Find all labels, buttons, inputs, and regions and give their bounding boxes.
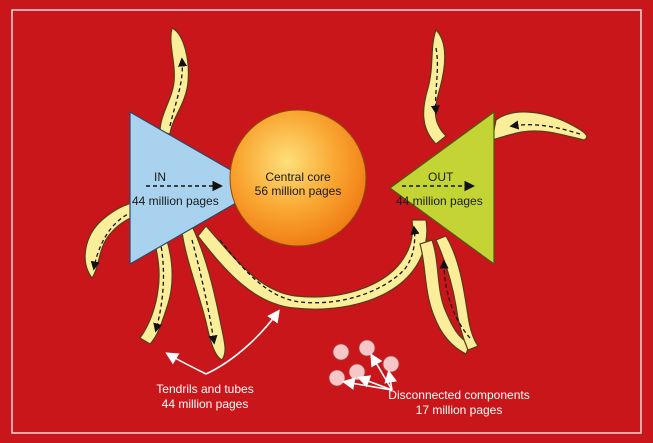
- disconnected-name: Disconnected components: [388, 388, 530, 402]
- pointer-arrows: [165, 309, 397, 391]
- tendril-arrows: [90, 47, 581, 345]
- tendril-bottom-left-1: [139, 221, 173, 345]
- out-label: OUT: [428, 170, 478, 184]
- in-size-label: 44 million pages: [132, 194, 242, 208]
- out-size: 44 million pages: [396, 194, 483, 208]
- core-component-shape: [229, 109, 367, 247]
- tendrils-name: Tendrils and tubes: [156, 382, 254, 396]
- core-size: 56 million pages: [254, 184, 342, 198]
- disconnected-size: 17 million pages: [415, 403, 503, 417]
- tendril-bottom-right-1: [419, 239, 471, 355]
- tube-bottom: [197, 219, 428, 310]
- tendrils-label: Tendrils and tubes 44 million pages: [130, 382, 280, 412]
- out-name: OUT: [428, 170, 454, 184]
- in-component-shape: [129, 110, 264, 266]
- frame-border: [11, 9, 642, 434]
- in-name: IN: [154, 170, 166, 184]
- in-size: 44 million pages: [132, 194, 219, 208]
- in-label: IN: [154, 170, 204, 184]
- tendril-right: [491, 111, 588, 141]
- tendril-bottom-left-2: [181, 225, 226, 361]
- core-label: Central core 56 million pages: [238, 170, 358, 198]
- tendril-top-left: [159, 27, 189, 135]
- tendril-top-right: [423, 28, 447, 145]
- core-name: Central core: [265, 170, 331, 184]
- tendrils-size: 44 million pages: [161, 397, 249, 411]
- out-size-label: 44 million pages: [396, 194, 506, 208]
- out-component-shape: [388, 110, 495, 266]
- disconnected-label: Disconnected components 17 million pages: [384, 388, 534, 418]
- disconnected-dots: [328, 339, 400, 387]
